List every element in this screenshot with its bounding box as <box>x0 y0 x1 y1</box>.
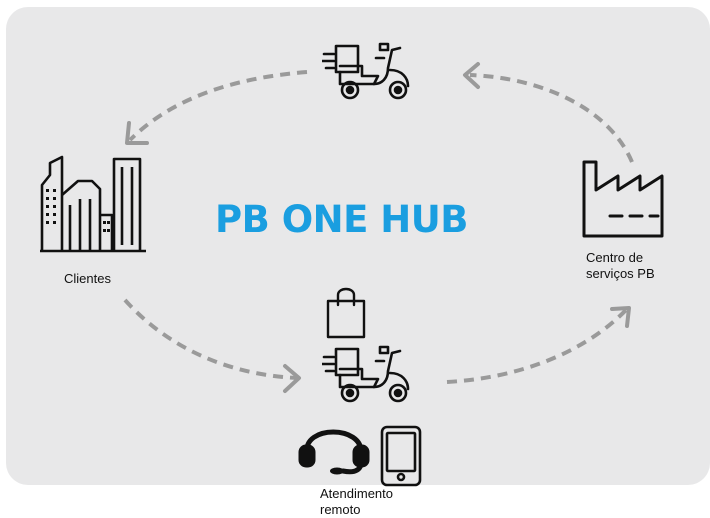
smartphone-icon <box>380 425 422 487</box>
arrow-to-top-scooter <box>469 73 634 163</box>
atendimento-label-line2: remoto <box>320 502 361 517</box>
hub-title: PB ONE HUB <box>215 198 469 241</box>
arrowhead-top-scooter <box>463 62 480 89</box>
delivery-scooter-icon <box>322 345 410 403</box>
arrow-to-centro <box>446 308 628 384</box>
delivery-scooter-icon <box>322 42 410 100</box>
centro-label-line2: serviços PB <box>586 266 655 281</box>
arrowhead-centro <box>610 306 631 328</box>
headset-icon <box>298 429 370 475</box>
atendimento-label-line1: Atendimento <box>320 486 393 501</box>
arrow-to-atendimento <box>123 298 299 380</box>
factory-icon <box>582 160 664 238</box>
arrow-to-clientes <box>128 70 308 142</box>
shopping-bag-icon <box>326 287 366 339</box>
centro-label-line1: Centro de <box>586 250 644 265</box>
atendimento-label: Atendimento remoto <box>320 486 430 518</box>
centro-label: Centro de serviços PB <box>586 250 676 282</box>
arrowhead-atendimento <box>283 364 301 393</box>
arrowhead-clientes <box>125 121 149 145</box>
clientes-label: Clientes <box>64 271 111 286</box>
buildings-icon <box>40 155 146 253</box>
